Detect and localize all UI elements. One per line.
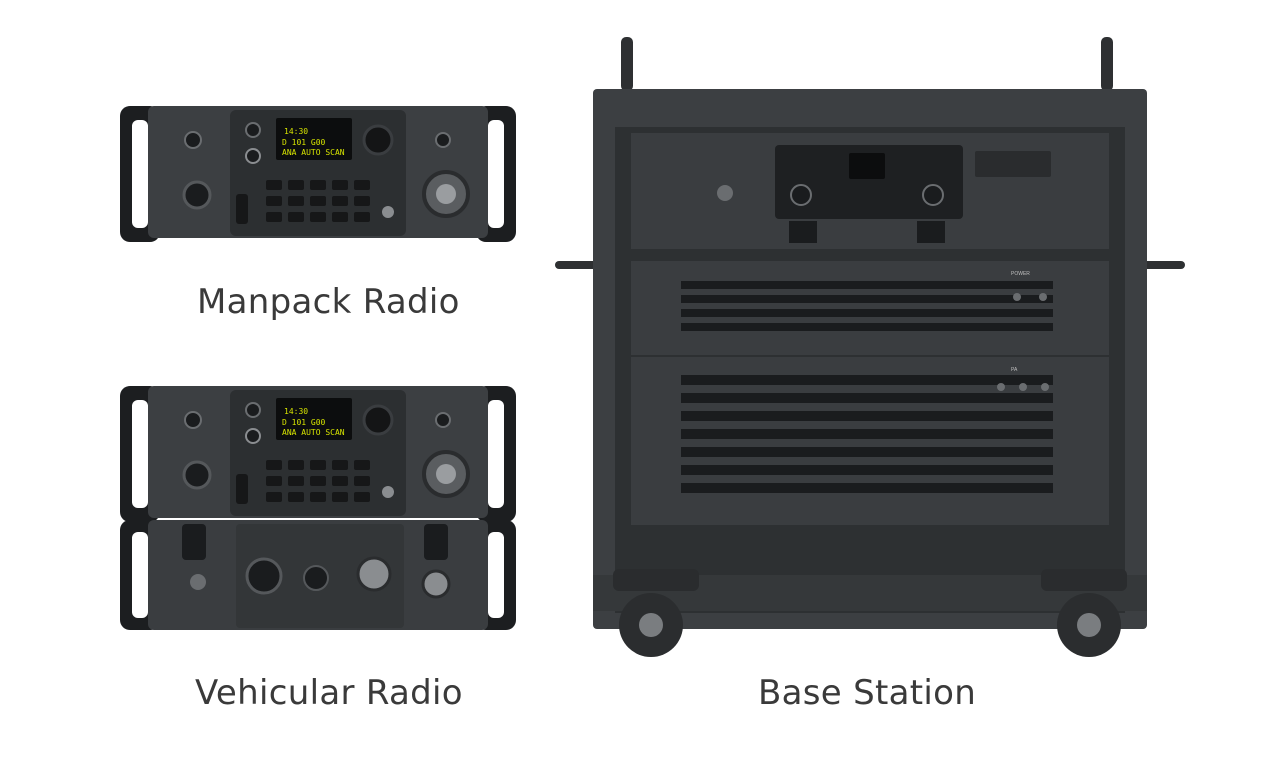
lcd-status: 14:30 [284,407,308,416]
manpack-radio-caption: Manpack Radio [197,282,460,322]
lcd-status: 14:30 [284,127,308,136]
lcd-line-2: ANA AUTO SCAN [282,428,345,437]
power-label: POWER [1011,271,1030,277]
manpack-radio-image: 14:30 D 101 G00 ANA AUTO SCAN [120,106,516,242]
vehicular-radio-image: 14:30 D 101 G00 ANA AUTO SCAN [120,386,516,630]
pa-label: PA [1011,367,1018,373]
base-station-image: POWER PA [555,37,1185,657]
lcd-line-1: D 101 G00 [282,418,326,427]
vehicular-radio-caption: Vehicular Radio [195,673,463,713]
lcd-line-1: D 101 G00 [282,138,326,147]
lcd-line-2: ANA AUTO SCAN [282,148,345,157]
base-station-caption: Base Station [758,673,977,713]
